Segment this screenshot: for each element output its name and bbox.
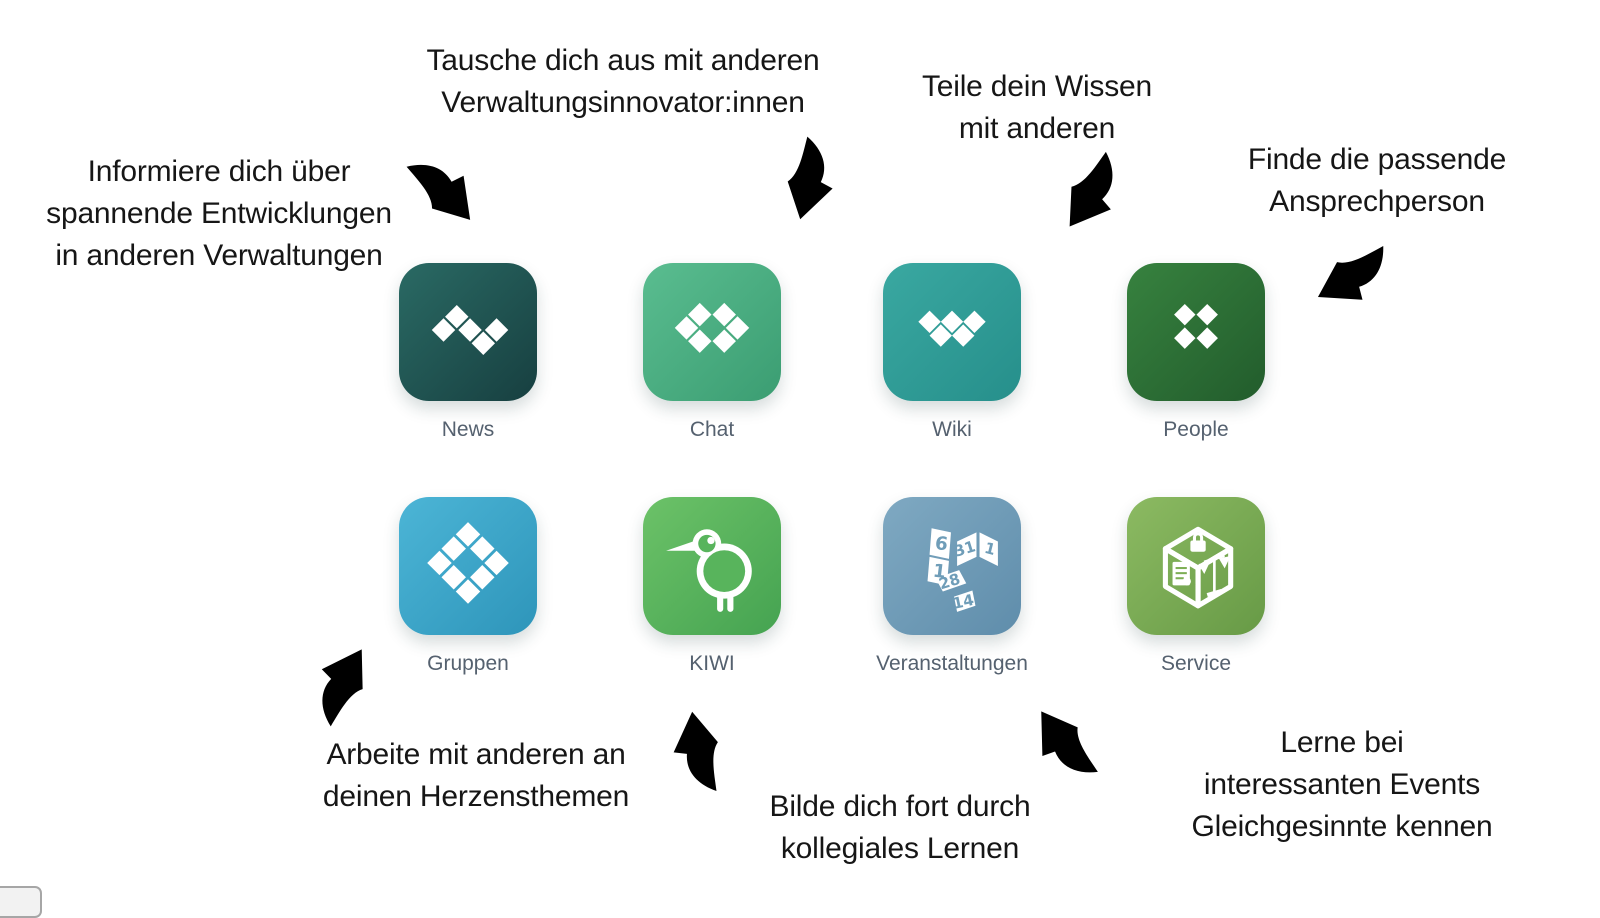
news-app-icon[interactable] (399, 263, 537, 401)
note-line: Tausche dich aus mit anderen (426, 44, 820, 77)
note-line: Arbeite mit anderen an (326, 738, 626, 771)
note-finde: Finde die passende Ansprechperson (1207, 139, 1547, 223)
note-informiere: Informiere dich über spannende Entwicklu… (9, 151, 429, 277)
arrow-to-people (1311, 229, 1398, 321)
note-line: in anderen Verwaltungen (55, 239, 383, 272)
chat-app-icon[interactable] (643, 263, 781, 401)
diamond-w-icon (918, 310, 986, 347)
note-line: Informiere dich über (87, 155, 351, 188)
note-line: Verwaltungsinnovator:innen (441, 86, 805, 119)
svg-text:31: 31 (952, 537, 978, 560)
tile-label: Service (1160, 652, 1232, 675)
note-line: Gleichgesinnte kennen (1191, 810, 1493, 843)
tile-label: KIWI (689, 652, 735, 675)
veranstaltungen-calendar-icon: 6 1 31 1 28 14 (883, 497, 1021, 635)
service-cube-icon (1127, 497, 1265, 635)
note-line: spannende Entwicklungen (46, 197, 392, 230)
app-tile-people[interactable]: People (1127, 263, 1265, 442)
note-teile: Teile dein Wissen mit anderen (877, 66, 1197, 150)
svg-text:1: 1 (983, 539, 998, 559)
calendar-pages-drawing: 6 1 31 1 28 14 (927, 528, 998, 613)
svg-text:1: 1 (932, 561, 947, 583)
note-line: interessanten Events (1203, 768, 1481, 801)
arrow-to-veranstaltungen (1020, 704, 1113, 788)
app-tile-chat[interactable]: Chat (643, 263, 781, 442)
app-tile-service[interactable]: Service (1127, 497, 1265, 676)
diamond-cluster-icon (1174, 303, 1218, 349)
note-line: Finde die passende (1247, 143, 1507, 176)
note-tausche: Tausche dich aus mit anderen Verwaltungs… (383, 40, 863, 124)
note-line: Teile dein Wissen (921, 70, 1153, 103)
tile-label: Chat (689, 418, 735, 441)
tile-label: Gruppen (427, 652, 509, 675)
note-line: deinen Herzensthemen (322, 780, 630, 813)
note-line: Ansprechperson (1269, 185, 1485, 218)
arrow-to-wiki (1062, 145, 1125, 236)
note-arbeite: Arbeite mit anderen an deinen Herzensthe… (276, 734, 676, 818)
svg-text:6: 6 (934, 533, 949, 555)
tile-label: People (1163, 418, 1229, 441)
app-tile-news[interactable]: News (399, 263, 537, 442)
screen-corner-fragment (0, 886, 42, 918)
gruppen-app-icon (399, 497, 537, 635)
service-cube-drawing (1162, 526, 1234, 609)
wiki-app-icon (883, 263, 1021, 401)
arrow-to-gruppen (312, 643, 370, 731)
note-line: Lerne bei (1280, 726, 1404, 759)
people-app-icon (1127, 263, 1265, 401)
diamond-grid-icon (427, 522, 509, 604)
tile-label: Wiki (932, 418, 972, 441)
diamond-chevrons-icon (674, 302, 750, 353)
tile-label: Veranstaltungen (876, 652, 1028, 675)
note-bilde: Bilde dich fort durch kollegiales Lernen (720, 786, 1080, 870)
app-tile-gruppen[interactable]: Gruppen (399, 497, 537, 676)
kiwi-bird-drawing (666, 529, 752, 612)
note-line: Bilde dich fort durch (769, 790, 1031, 823)
app-tile-wiki[interactable]: Wiki (883, 263, 1021, 442)
svg-text:14: 14 (951, 591, 976, 613)
svg-text:28: 28 (937, 570, 963, 593)
note-line: mit anderen (958, 112, 1116, 145)
note-lerne: Lerne bei interessanten Events Gleichges… (1152, 722, 1532, 848)
app-tile-kiwi[interactable]: KIWI (643, 497, 781, 676)
note-line: kollegiales Lernen (780, 832, 1020, 865)
arrow-to-chat (782, 134, 836, 221)
app-tile-veranstaltungen[interactable]: 6 1 31 1 28 14 Veranstaltungen (876, 497, 1028, 676)
kiwi-bird-icon (643, 497, 781, 635)
diamond-zigzag-icon (431, 304, 509, 355)
tile-label: News (441, 418, 495, 441)
